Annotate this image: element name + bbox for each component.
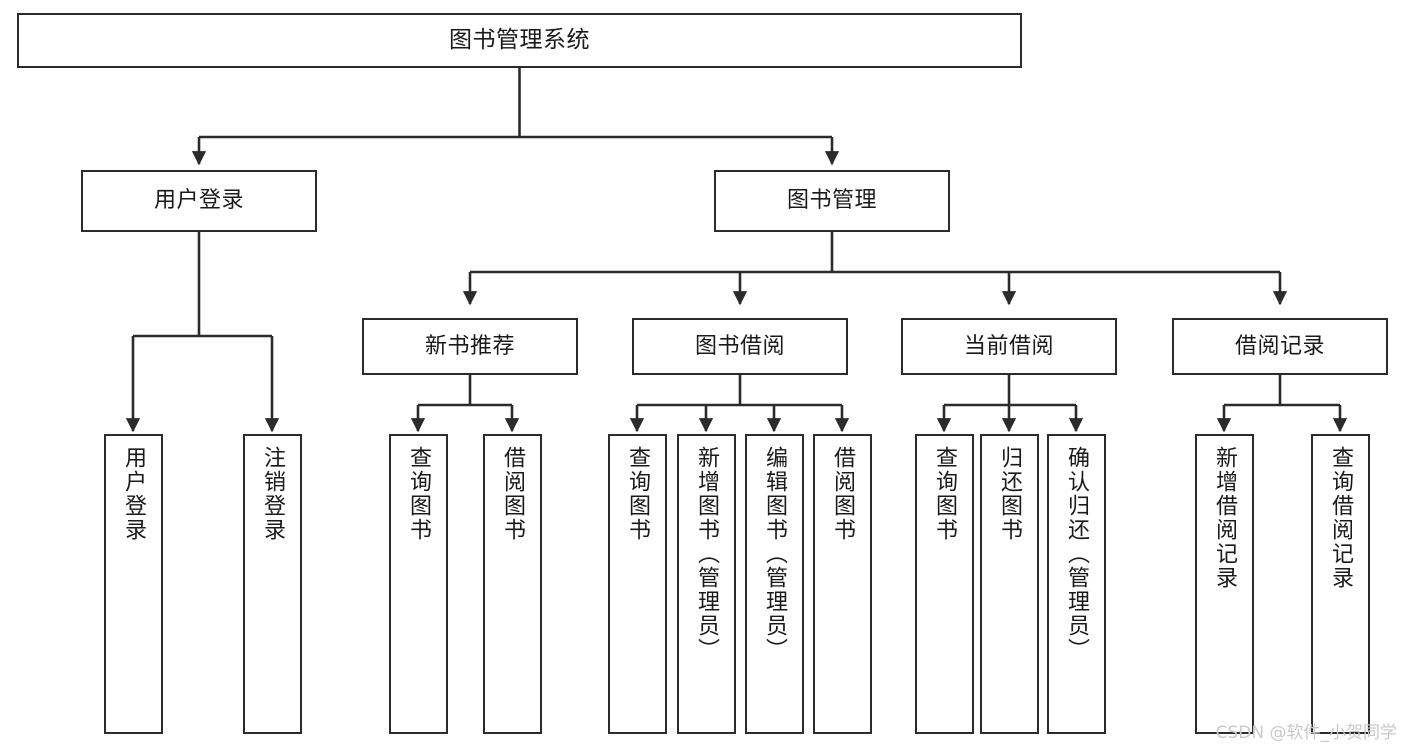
node-label: 查询借阅记录 — [1328, 446, 1354, 590]
node-borrow-record[interactable]: 借阅记录 — [1172, 318, 1388, 375]
node-label: 借阅图书 — [830, 446, 856, 542]
node-label: 注销登录 — [260, 446, 286, 542]
node-label: 借阅记录 — [1234, 333, 1325, 359]
node-label: 图书管理 — [786, 188, 877, 214]
leaf-new-book-borrow[interactable]: 借阅图书 — [483, 434, 542, 734]
leaf-book-borrow-add[interactable]: 新增图书（管理员） — [677, 434, 736, 734]
leaf-book-borrow-borrow[interactable]: 借阅图书 — [813, 434, 872, 734]
node-label: 新增图书（管理员） — [694, 446, 720, 662]
node-label: 新增借阅记录 — [1212, 446, 1238, 590]
node-label: 确认归还（管理员） — [1064, 446, 1090, 662]
node-label: 当前借阅 — [963, 333, 1054, 359]
node-root-system[interactable]: 图书管理系统 — [17, 13, 1022, 68]
leaf-user-login-logout[interactable]: 注销登录 — [243, 434, 302, 734]
leaf-user-login-login[interactable]: 用户登录 — [104, 434, 163, 734]
leaf-borrow-record-add[interactable]: 新增借阅记录 — [1195, 434, 1254, 734]
node-label: 借阅图书 — [500, 446, 526, 542]
node-label: 新书推荐 — [424, 333, 515, 359]
node-label: 查询图书 — [932, 446, 958, 542]
node-current-borrow[interactable]: 当前借阅 — [901, 318, 1117, 375]
node-book-borrow[interactable]: 图书借阅 — [632, 318, 848, 375]
node-new-book-recommend[interactable]: 新书推荐 — [362, 318, 578, 375]
node-label: 图书管理系统 — [449, 26, 590, 53]
node-label: 图书借阅 — [694, 333, 785, 359]
leaf-new-book-query[interactable]: 查询图书 — [389, 434, 448, 734]
node-book-management[interactable]: 图书管理 — [714, 170, 950, 232]
node-user-login[interactable]: 用户登录 — [81, 170, 317, 232]
node-label: 归还图书 — [997, 446, 1023, 542]
leaf-book-borrow-query[interactable]: 查询图书 — [608, 434, 667, 734]
node-label: 查询图书 — [625, 446, 651, 542]
leaf-book-borrow-edit[interactable]: 编辑图书（管理员） — [745, 434, 804, 734]
node-label: 编辑图书（管理员） — [762, 446, 788, 662]
leaf-current-borrow-confirm-return[interactable]: 确认归还（管理员） — [1047, 434, 1106, 734]
node-label: 查询图书 — [406, 446, 432, 542]
node-label: 用户登录 — [153, 188, 244, 214]
node-label: 用户登录 — [121, 446, 147, 542]
leaf-borrow-record-query[interactable]: 查询借阅记录 — [1311, 434, 1370, 734]
watermark-text: CSDN @软件_小贺同学 — [1215, 723, 1397, 743]
leaf-current-borrow-query[interactable]: 查询图书 — [915, 434, 974, 734]
leaf-current-borrow-return[interactable]: 归还图书 — [980, 434, 1039, 734]
